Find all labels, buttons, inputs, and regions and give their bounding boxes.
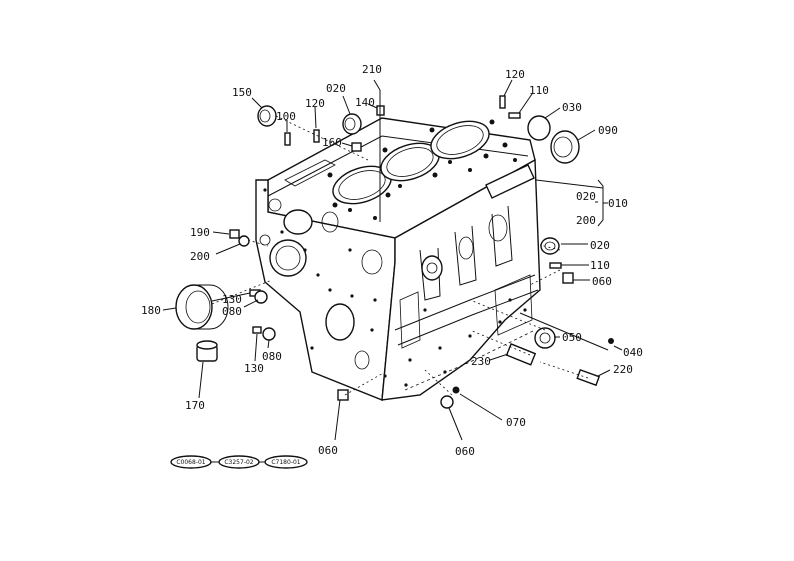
label-090: 090 [598, 124, 618, 137]
part-120-pin-b [499, 95, 506, 109]
part-110-pin-a [508, 112, 521, 119]
label-100: 100 [276, 110, 296, 123]
part-120-pin-a [313, 129, 320, 143]
part-030-plug [527, 115, 551, 141]
label-110-a: 110 [529, 84, 549, 97]
part-220-pin [576, 368, 601, 387]
label-020-c: 020 [590, 239, 610, 252]
cylinder-block [255, 117, 541, 401]
label-200-b: 200 [190, 250, 210, 263]
label-150: 150 [232, 86, 252, 99]
part-160-plug [351, 142, 362, 152]
part-180-oil-seal [175, 284, 229, 330]
reference-codes: C0068-01 C3257-02 C7180-01 [170, 455, 308, 469]
label-060-c: 060 [455, 445, 475, 458]
ref-code-3: C7180-01 [271, 459, 300, 466]
label-220: 220 [613, 363, 633, 376]
label-160: 160 [322, 136, 342, 149]
label-110-b: 110 [590, 259, 610, 272]
part-labels: 150 100 120 020 210 140 160 120 110 030 … [141, 63, 643, 458]
part-050-gear [534, 327, 556, 349]
label-120-a: 120 [305, 97, 325, 110]
part-170-plug [196, 340, 218, 362]
label-060-b: 060 [318, 444, 338, 457]
part-040-plug [608, 338, 614, 344]
part-150-plug [257, 105, 277, 127]
label-080-a: 080 [222, 305, 242, 318]
ref-code-1: C0068-01 [176, 459, 205, 466]
label-120-b: 120 [505, 68, 525, 81]
label-010: 010 [608, 197, 628, 210]
label-140: 140 [355, 96, 375, 109]
label-180: 180 [141, 304, 161, 317]
label-070: 070 [506, 416, 526, 429]
part-020-plug-a [342, 113, 362, 135]
ref-code-2: C3257-02 [224, 459, 253, 466]
part-200-washer [238, 235, 250, 247]
label-130-b: 130 [244, 362, 264, 375]
label-030: 030 [562, 101, 582, 114]
part-230-sensor [505, 343, 537, 366]
label-210: 210 [362, 63, 382, 76]
label-200-a: 200 [576, 214, 596, 227]
label-040: 040 [623, 346, 643, 359]
part-060-plug-a [562, 272, 574, 284]
part-090-plug [550, 130, 580, 164]
part-060-plug-b [337, 389, 349, 401]
part-070-plug [452, 386, 460, 394]
label-060-a: 060 [592, 275, 612, 288]
label-230: 230 [471, 355, 491, 368]
label-020-a: 020 [326, 82, 346, 95]
label-130-a: 130 [222, 293, 242, 306]
part-060-plug-c [440, 395, 454, 409]
label-050: 050 [562, 331, 582, 344]
part-100-pin [284, 132, 291, 146]
label-020-b: 020 [576, 190, 596, 203]
label-170: 170 [185, 399, 205, 412]
leader-lines [162, 79, 623, 441]
part-080-pin-a [254, 290, 268, 304]
label-080-b: 080 [262, 350, 282, 363]
part-130-pin-b [252, 326, 262, 334]
part-190-bolt [229, 229, 240, 239]
part-080-pin-b [262, 327, 276, 341]
part-110-pin-b [549, 262, 562, 269]
label-190: 190 [190, 226, 210, 239]
